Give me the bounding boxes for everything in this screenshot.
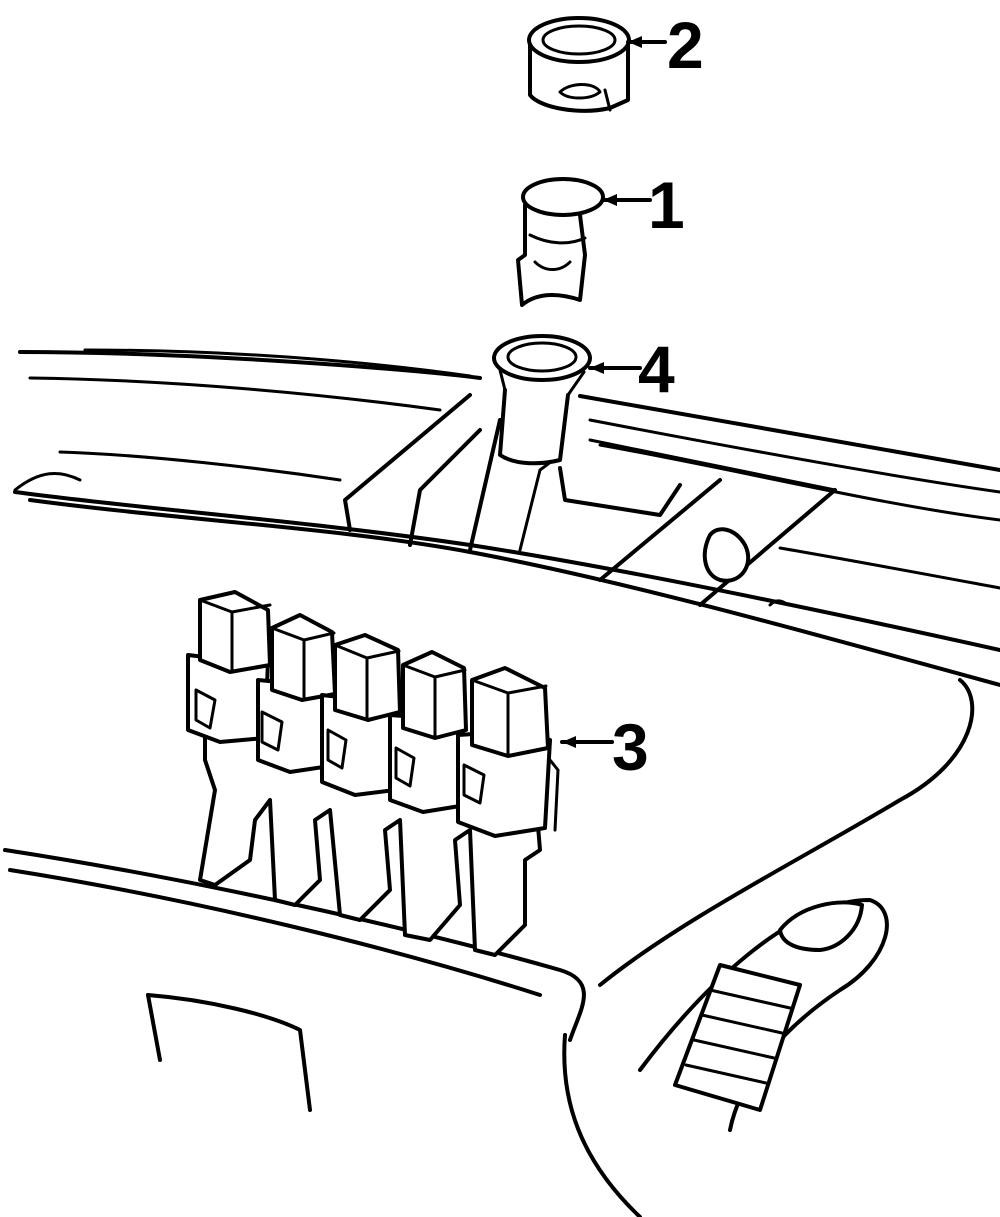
- callout-number-2: 2: [667, 8, 704, 82]
- relay-2: [256, 613, 337, 774]
- relay-5: [456, 666, 560, 838]
- callout-4: 4: [588, 332, 675, 406]
- callout-number-3: 3: [612, 710, 649, 784]
- relay-1: [186, 590, 272, 744]
- part-3-relay-block: [186, 590, 560, 957]
- relay-4: [388, 650, 468, 814]
- callout-3: 3: [560, 710, 649, 784]
- part-2-cap: [527, 16, 631, 113]
- air-vent: [638, 898, 889, 1132]
- callout-number-1: 1: [648, 168, 685, 242]
- callout-2: 2: [626, 8, 704, 82]
- callout-number-4: 4: [638, 332, 675, 406]
- relay-3: [320, 633, 402, 797]
- callout-1: 1: [601, 168, 685, 242]
- part-1-lighter-element: [516, 177, 605, 307]
- dashboard-panel: [3, 348, 1000, 1217]
- part-4-socket: [492, 334, 592, 466]
